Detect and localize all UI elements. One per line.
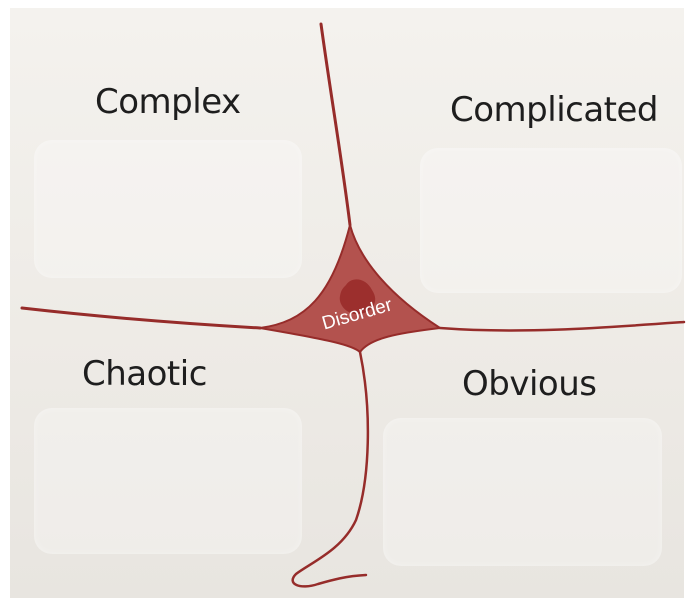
complicated-panel — [420, 148, 682, 293]
obvious-label: Obvious — [462, 364, 597, 404]
complex-panel — [34, 140, 302, 278]
complicated-label: Complicated — [450, 90, 659, 130]
bottom-boundary-line — [291, 350, 370, 588]
complex-label: Complex — [95, 82, 241, 122]
top-boundary-line — [319, 22, 352, 227]
obvious-panel — [383, 418, 662, 566]
disorder-core — [339, 279, 376, 315]
left-boundary-line — [20, 306, 262, 330]
chaotic-panel — [34, 408, 302, 554]
chaotic-label: Chaotic — [82, 354, 207, 394]
right-boundary-line — [438, 320, 686, 332]
